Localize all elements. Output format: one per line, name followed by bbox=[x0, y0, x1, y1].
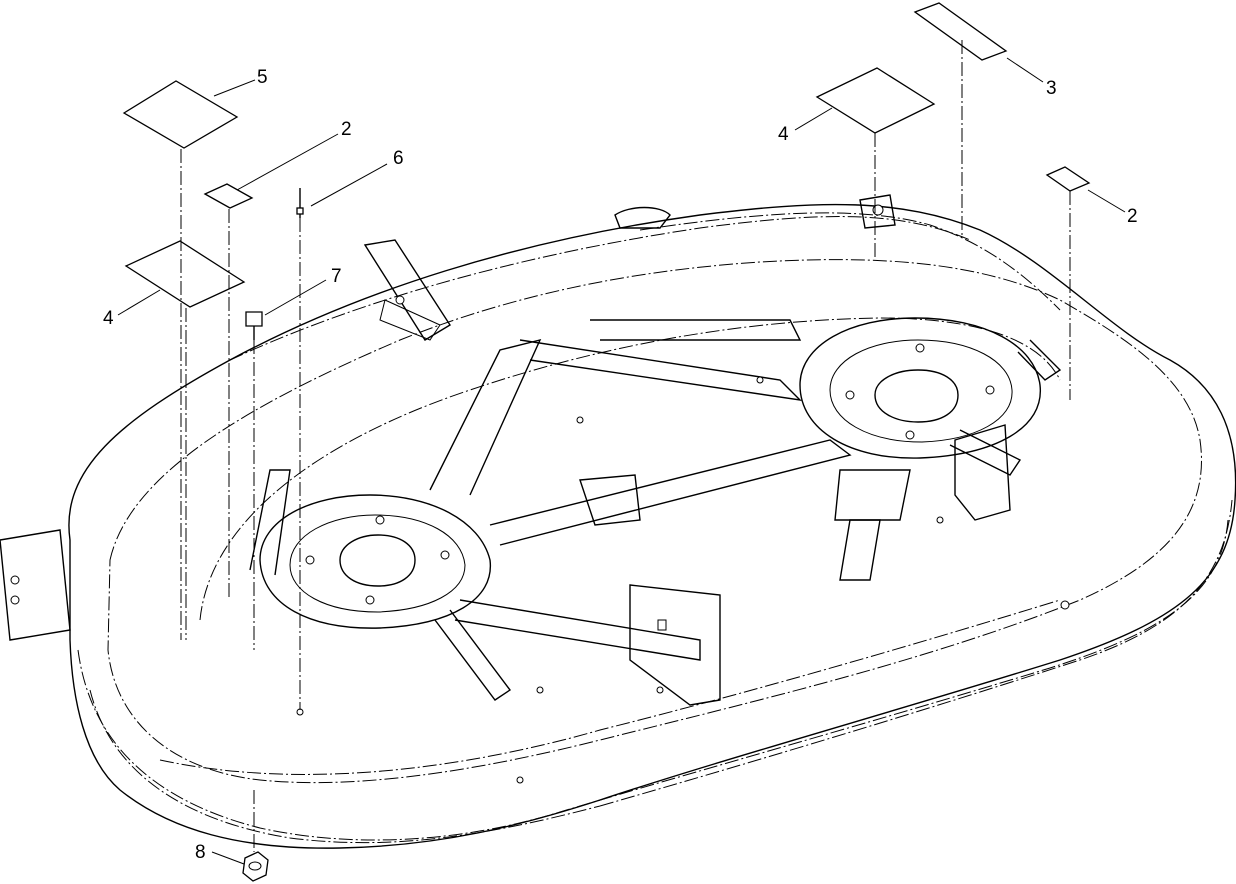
decal-3 bbox=[913, 2, 1008, 61]
nut-8 bbox=[242, 851, 269, 882]
callout-7: 7 bbox=[331, 266, 342, 287]
callout-4-right: 4 bbox=[778, 124, 789, 145]
callout-labels: 5 2 6 7 4 3 4 2 8 bbox=[103, 67, 1138, 863]
callout-5: 5 bbox=[257, 67, 268, 88]
decal-4-left bbox=[124, 240, 246, 308]
callout-2-left: 2 bbox=[341, 119, 352, 140]
decal-5 bbox=[122, 80, 239, 149]
deck-frame-struts bbox=[249, 319, 1070, 784]
right-spindle-housing bbox=[799, 317, 1041, 459]
callout-4-left: 4 bbox=[103, 308, 114, 329]
left-spindle-housing bbox=[259, 494, 491, 629]
decal-4-right bbox=[815, 67, 936, 134]
decal-2-left bbox=[203, 183, 254, 209]
decal-2-right bbox=[1045, 166, 1091, 192]
bolt-7 bbox=[245, 311, 263, 340]
pin-6 bbox=[296, 188, 304, 218]
leader-lines bbox=[117, 57, 1126, 865]
callout-2-right: 2 bbox=[1127, 206, 1138, 227]
callout-8: 8 bbox=[195, 842, 206, 863]
callout-3: 3 bbox=[1046, 78, 1057, 99]
callout-6: 6 bbox=[393, 148, 404, 169]
explosion-lines bbox=[180, 40, 1071, 852]
mower-deck-housing bbox=[68, 203, 1236, 849]
